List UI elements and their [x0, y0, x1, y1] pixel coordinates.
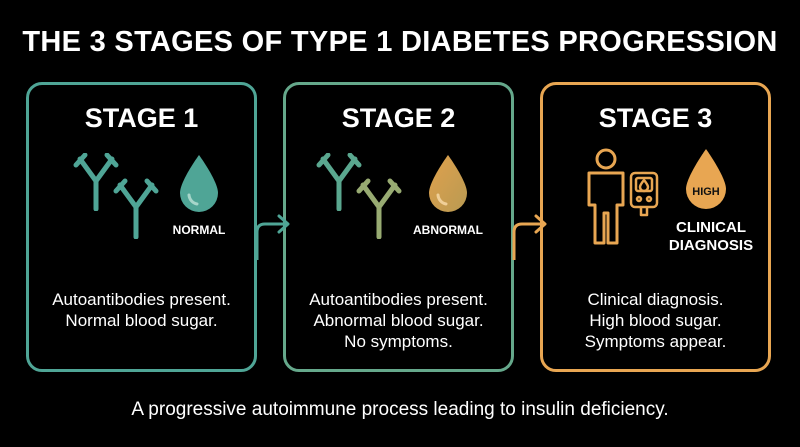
person-icon: [587, 148, 625, 245]
stage-2-card: STAGE 2 ABNORMAL Autoantibodies present.…: [283, 82, 514, 372]
antibody-icon: [113, 178, 159, 239]
antibody-icon: [316, 153, 362, 211]
blood-drop-icon: [686, 149, 726, 209]
antibody-icon: [356, 178, 402, 239]
stage-3-title: STAGE 3: [598, 103, 713, 133]
description-line: High blood sugar.: [589, 311, 722, 330]
arrow-connector-2-3: [512, 214, 547, 260]
glucose-meter-icon: [629, 171, 659, 217]
description-line: Autoantibodies present.: [309, 290, 488, 309]
stage-1-description: Autoantibodies present. Normal blood sug…: [29, 289, 254, 331]
antibody-icon: [73, 153, 119, 211]
stage-3-card: STAGE 3 HIGH CLINICAL DIAGNOSIS Clinical…: [540, 82, 771, 372]
diagnosis-label-line: DIAGNOSIS: [668, 237, 754, 254]
description-line: Autoantibodies present.: [52, 290, 231, 309]
blood-drop-icon: [180, 155, 218, 212]
description-line: No symptoms.: [344, 332, 453, 351]
stage-3-diagnosis-label: CLINICAL DIAGNOSIS: [661, 219, 761, 255]
stage-2-title: STAGE 2: [341, 103, 456, 133]
stage-3-description: Clinical diagnosis. High blood sugar. Sy…: [543, 289, 768, 352]
description-line: Abnormal blood sugar.: [313, 311, 484, 330]
description-line: Clinical diagnosis.: [587, 290, 724, 309]
stage-1-title: STAGE 1: [84, 103, 199, 133]
drop-value-text: HIGH: [692, 186, 720, 198]
blood-drop-icon: [429, 155, 467, 212]
stage-2-description: Autoantibodies present. Abnormal blood s…: [286, 289, 511, 352]
drop-status-label: NORMAL: [172, 223, 226, 237]
stage-1-card: STAGE 1 NORMAL Autoantibodies present. N…: [26, 82, 257, 372]
description-line: Symptoms appear.: [584, 332, 727, 351]
arrow-connector-1-2: [255, 214, 290, 260]
diagnosis-label-line: CLINICAL: [676, 219, 746, 236]
description-line: Normal blood sugar.: [65, 311, 218, 330]
diagram-title: THE 3 STAGES OF TYPE 1 DIABETES PROGRESS…: [22, 26, 778, 58]
drop-status-label: ABNORMAL: [413, 223, 483, 237]
footer-caption: A progressive autoimmune process leading…: [131, 399, 669, 420]
